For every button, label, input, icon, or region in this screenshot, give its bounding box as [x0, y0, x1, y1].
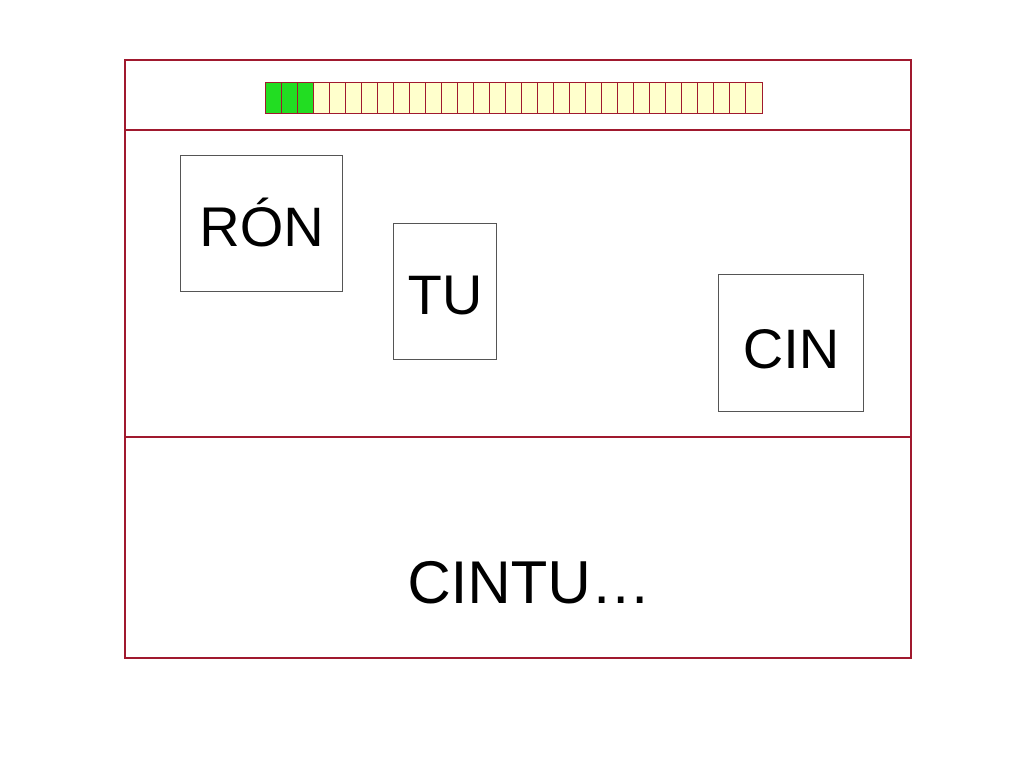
progress-cell-pending	[426, 83, 442, 113]
syllable-area: RÓN TU CIN	[126, 131, 910, 438]
progress-cell-pending	[650, 83, 666, 113]
progress-cell-pending	[634, 83, 650, 113]
syllable-tile-tu[interactable]: TU	[393, 223, 497, 360]
progress-cell-pending	[378, 83, 394, 113]
progress-cell-pending	[586, 83, 602, 113]
answer-panel: CINTU…	[126, 438, 910, 657]
answer-word: CINTU…	[126, 548, 910, 617]
progress-cell-pending	[490, 83, 506, 113]
progress-cell-done	[282, 83, 298, 113]
progress-cell-pending	[570, 83, 586, 113]
progress-bar	[265, 82, 763, 114]
progress-cell-done	[266, 83, 282, 113]
progress-cell-pending	[506, 83, 522, 113]
progress-cell-done	[298, 83, 314, 113]
game-frame: RÓN TU CIN CINTU…	[124, 59, 912, 659]
progress-cell-pending	[618, 83, 634, 113]
progress-cell-pending	[474, 83, 490, 113]
progress-cell-pending	[314, 83, 330, 113]
progress-cell-pending	[362, 83, 378, 113]
progress-cell-pending	[682, 83, 698, 113]
syllable-tile-cin[interactable]: CIN	[718, 274, 864, 412]
syllable-label: CIN	[742, 316, 840, 380]
progress-cell-pending	[602, 83, 618, 113]
progress-cell-pending	[330, 83, 346, 113]
progress-cell-pending	[458, 83, 474, 113]
syllable-label: RÓN	[199, 195, 324, 258]
progress-cell-pending	[714, 83, 730, 113]
progress-cell-pending	[746, 83, 762, 113]
progress-cell-pending	[346, 83, 362, 113]
progress-cell-pending	[730, 83, 746, 113]
header-panel	[126, 61, 910, 131]
progress-cell-pending	[554, 83, 570, 113]
progress-cell-pending	[698, 83, 714, 113]
syllable-label: TU	[407, 263, 483, 326]
progress-cell-pending	[522, 83, 538, 113]
progress-cell-pending	[666, 83, 682, 113]
answer-text: CINTU…	[407, 549, 651, 616]
progress-cell-pending	[410, 83, 426, 113]
progress-cell-pending	[394, 83, 410, 113]
progress-cell-pending	[442, 83, 458, 113]
progress-cell-pending	[538, 83, 554, 113]
syllable-tile-ron[interactable]: RÓN	[180, 155, 343, 292]
